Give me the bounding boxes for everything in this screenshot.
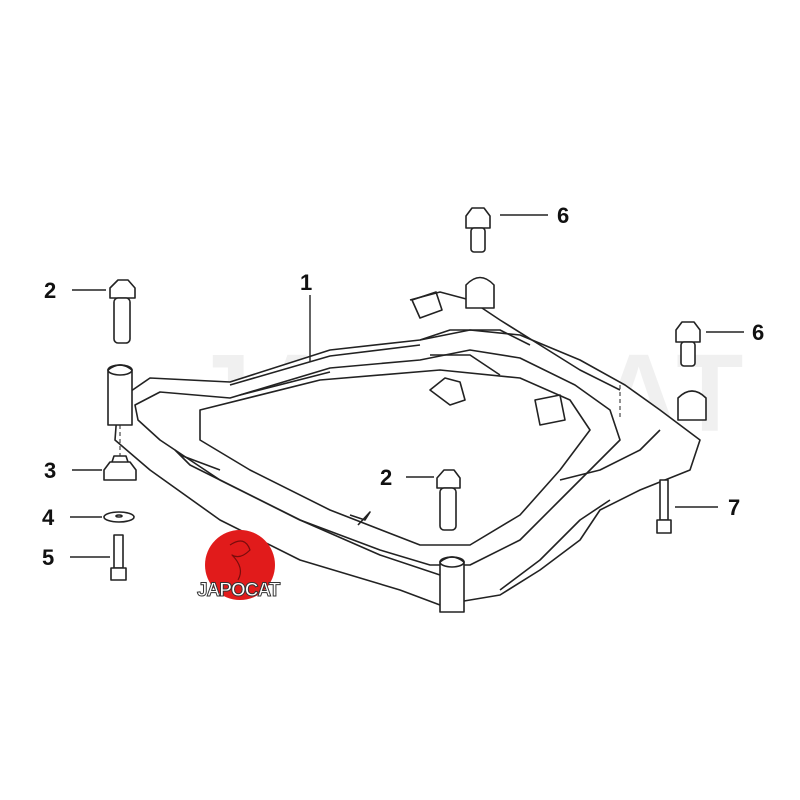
- bolt-6-top: [465, 207, 491, 253]
- logo-text: JAPOCAT: [196, 580, 280, 602]
- callout-6-right: 6: [752, 320, 765, 345]
- nut-3: [103, 455, 137, 481]
- bolt-2-center: [436, 469, 461, 531]
- callout-2-center: 2: [380, 465, 393, 490]
- assembly-axis-lines: [119, 385, 621, 456]
- mount-rear-right: [677, 390, 707, 421]
- callout-6-top: 6: [557, 203, 570, 228]
- bolt-2-left: [109, 279, 136, 344]
- callout-2-left: 2: [44, 278, 57, 303]
- mount-front-left: [107, 364, 133, 426]
- mount-rear-left: [465, 276, 495, 309]
- callout-5: 5: [42, 545, 55, 570]
- subframe: [114, 291, 701, 606]
- japocat-logo: [205, 530, 275, 600]
- leader-lines: [70, 214, 744, 558]
- bolt-6-right: [675, 321, 701, 367]
- callout-3: 3: [44, 458, 57, 483]
- bolt-5: [110, 534, 127, 581]
- washer-4: [103, 511, 135, 523]
- callout-7: 7: [728, 495, 741, 520]
- callout-4: 4: [42, 505, 55, 530]
- mount-front-right: [439, 556, 465, 613]
- callout-1: 1: [300, 270, 313, 295]
- bolt-7: [656, 479, 672, 534]
